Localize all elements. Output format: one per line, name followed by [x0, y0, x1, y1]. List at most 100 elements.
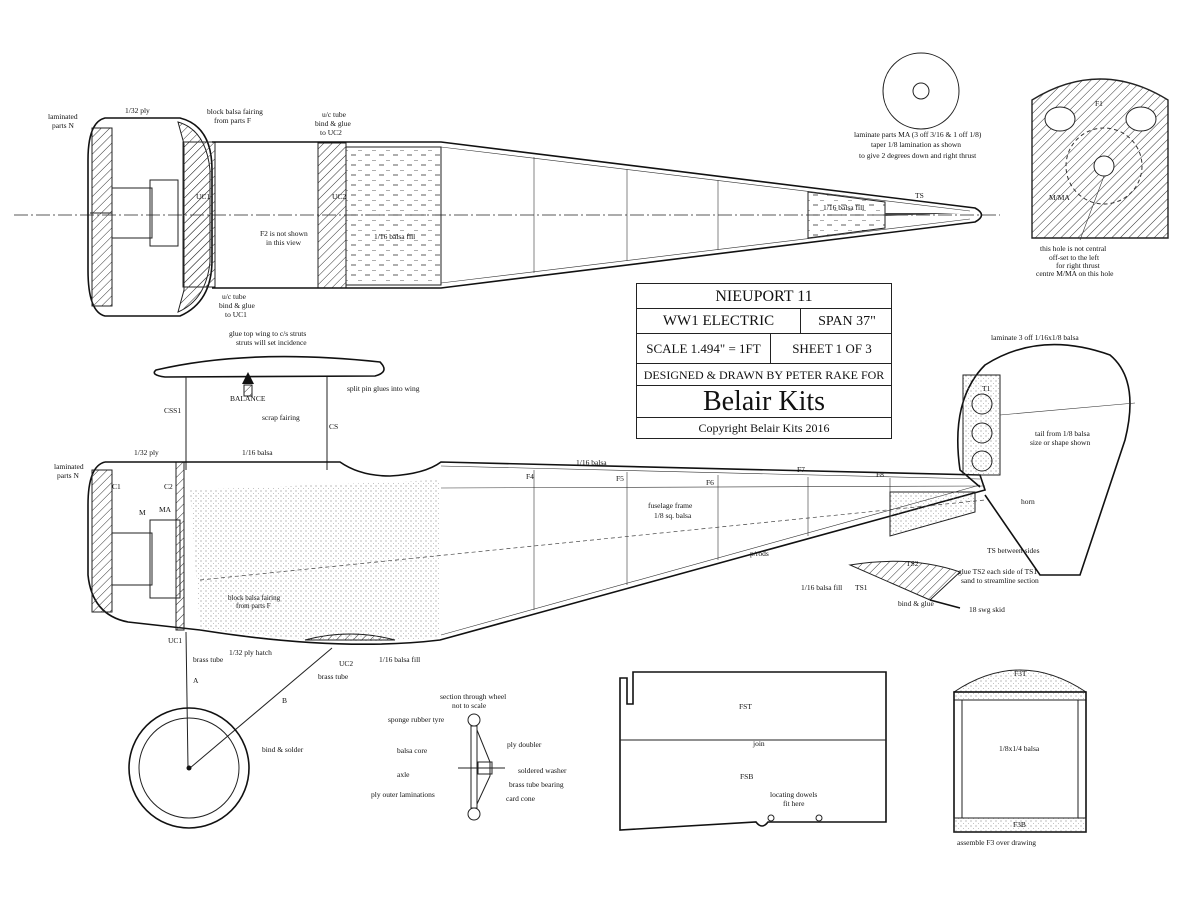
label-c1: C1 [112, 482, 121, 491]
f3-outline [953, 691, 1087, 833]
label-uc-tube-2: bind & glue [315, 119, 352, 128]
f1-hole [1093, 155, 1115, 177]
rudder-lightening-hole [971, 422, 993, 444]
top-nose-laminations [91, 127, 113, 307]
label-laminated-n: laminated [48, 112, 78, 121]
top-fuselage-outline [212, 141, 983, 289]
rudder-lightening-hole [971, 450, 993, 472]
label-fairing: from parts F [214, 116, 251, 125]
label-tail-from: size or shape shown [1030, 438, 1090, 447]
side-belly-fairing [304, 633, 396, 641]
label-f3-note: assemble F3 over drawing [957, 838, 1036, 847]
wheel-section-tyre-bottom [467, 807, 481, 821]
top-balsa-fill [345, 146, 442, 286]
label-glue-ts2: sand to streamline section [961, 576, 1039, 585]
label-ply-doubler: ply doubler [507, 740, 542, 749]
skid-wire [929, 599, 961, 609]
dowel-hole [767, 814, 775, 822]
label-hole-note: off-set to the left [1049, 253, 1100, 262]
label-f3t: F3T [1014, 669, 1027, 678]
top-labels: laminated parts N 1/32 ply block balsa f… [48, 106, 924, 319]
label-core: balsa core [397, 746, 428, 755]
rudder-lightening-hole [971, 393, 993, 415]
label-uc2: UC2 [339, 659, 353, 668]
label-balsa-fill-belly: 1/16 balsa fill [379, 655, 420, 664]
label-ts1: TS1 [855, 583, 868, 592]
label-block-fairing: block balsa fairing [228, 594, 281, 602]
fuel-tank-formers: FST join FSB locating dowels fit here [619, 671, 887, 831]
label-fairing: block balsa fairing [207, 107, 263, 116]
side-cowl [87, 461, 201, 631]
label-hole-note: for right thrust [1056, 261, 1101, 270]
top-uc1-block [182, 141, 216, 288]
label-glue-ts2: glue TS2 each side of TS1 [958, 567, 1037, 576]
label-f1: F1 [1095, 99, 1103, 108]
spinner-disc-hole [912, 82, 930, 100]
top-uc2-block [317, 142, 347, 289]
label-laminated-n: parts N [52, 121, 74, 130]
former-f3: F3T 1/8x1/4 balsa F3B assemble F3 over d… [953, 669, 1087, 847]
side-tail-skid [848, 560, 961, 601]
label-f7: F7 [797, 465, 805, 474]
label-brass-tube: brass tube [193, 655, 224, 664]
label-ts2: TS2 [906, 559, 919, 568]
label-axle: axle [397, 770, 410, 779]
f1-cutout-right [1125, 106, 1157, 132]
label-dowels: fit here [783, 799, 805, 808]
label-balance: BALANCE [230, 394, 266, 403]
label-f8: F8 [876, 470, 884, 479]
top-motor-mount [149, 179, 179, 247]
label-fsb: FSB [740, 772, 753, 781]
dowel-hole [815, 814, 823, 822]
label-uc1: UC1 [168, 636, 182, 645]
wheel-outer [128, 707, 250, 829]
label-tail-note: laminate 3 off 1/16x1/8 balsa [991, 333, 1079, 342]
top-wing-section [153, 355, 385, 378]
label-balsa-fill: 1/16 balsa fill [374, 232, 415, 241]
label-laminated-n: parts N [57, 471, 79, 480]
undercarriage: A B bind & solder [128, 631, 333, 829]
f1-cutout-left [1044, 106, 1076, 132]
f3-bottom-part [953, 817, 1087, 833]
label-balsa-deck: 1/16 balsa [576, 458, 607, 467]
label-join: join [752, 739, 765, 748]
label-css1: CSS1 [164, 406, 181, 415]
top-view: laminated parts N 1/32 ply block balsa f… [14, 106, 1000, 319]
spinner-disc: laminate parts MA (3 off 3/16 & 1 off 1/… [854, 52, 982, 160]
label-frame: 1/8 sq. balsa [654, 511, 692, 520]
label-lamination-note: to give 2 degrees down and right thrust [859, 151, 977, 160]
wheel-inner [138, 717, 240, 819]
label-frame: fuselage frame [648, 501, 693, 510]
label-split-pin: split pin glues into wing [347, 384, 420, 393]
label-uc-tube-2: u/c tube [322, 110, 347, 119]
label-ply-outer: ply outer laminations [371, 790, 435, 799]
label-c2: C2 [164, 482, 173, 491]
label-ply: 1/32 ply [125, 106, 150, 115]
balance-block [243, 384, 253, 397]
label-hole-note: this hole is not central [1040, 244, 1106, 253]
label-bearing: brass tube bearing [509, 780, 564, 789]
side-view: glue top wing to c/s struts struts will … [54, 329, 1136, 681]
label-skid: 18 swg skid [969, 605, 1005, 614]
label-uc1: UC1 [196, 192, 210, 201]
uc-leg-b [189, 647, 333, 769]
label-f4: F4 [526, 472, 534, 481]
top-longerons [440, 146, 971, 284]
title-sheet: SHEET 1 OF 3 [792, 341, 872, 356]
balance-marker [242, 372, 254, 384]
title-designer: DESIGNED & DRAWN BY PETER RAKE FOR [637, 364, 891, 386]
wheel-section-tyre-top [467, 713, 481, 727]
top-motor [111, 187, 153, 239]
label-bind-glue: bind & glue [898, 599, 935, 608]
label-washer: soldered washer [518, 766, 567, 775]
label-uc-tube-1: to UC1 [225, 310, 247, 319]
title-row-type: WW1 ELECTRIC SPAN 37" [637, 309, 891, 334]
label-bind-solder: bind & solder [262, 745, 304, 754]
label-uc-tube-1: u/c tube [222, 292, 247, 301]
label-m: M [139, 508, 146, 517]
side-top-longeron [440, 465, 981, 480]
title-copyright: Copyright Belair Kits 2016 [698, 421, 830, 435]
side-pushrods [199, 499, 986, 581]
label-balsa-fill-rear: 1/16 balsa fill [801, 583, 842, 592]
label-block-fairing: from parts F [236, 602, 271, 610]
